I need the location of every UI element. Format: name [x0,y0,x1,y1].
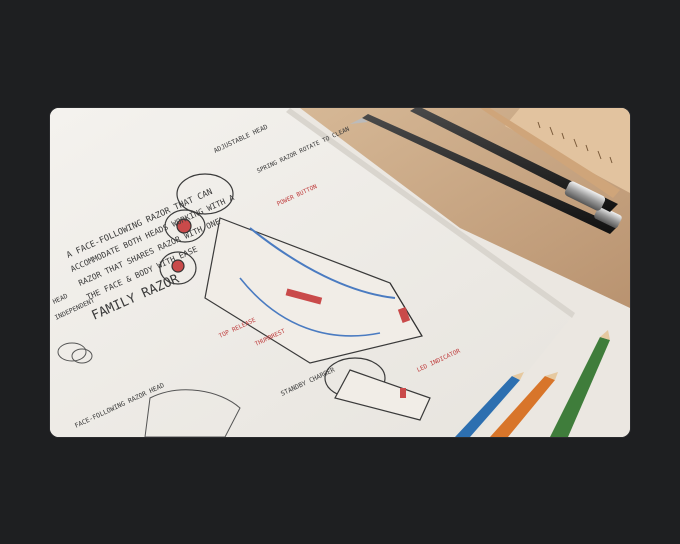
ruler [505,108,630,193]
colored-pencils [455,330,610,437]
fountain-pen [410,108,618,212]
mechanical-pencil [350,114,622,234]
head-detail-sketch [57,342,241,437]
razor-body-sketch [159,173,431,421]
razor-sketch-illustration: A FACE-FOLLOWING RAZOR THAT CAN ACCOMMOD… [50,108,630,437]
wood-pencil [480,108,620,198]
desk-surface [300,108,630,308]
sketch-photo: A FACE-FOLLOWING RAZOR THAT CAN ACCOMMOD… [50,108,630,437]
